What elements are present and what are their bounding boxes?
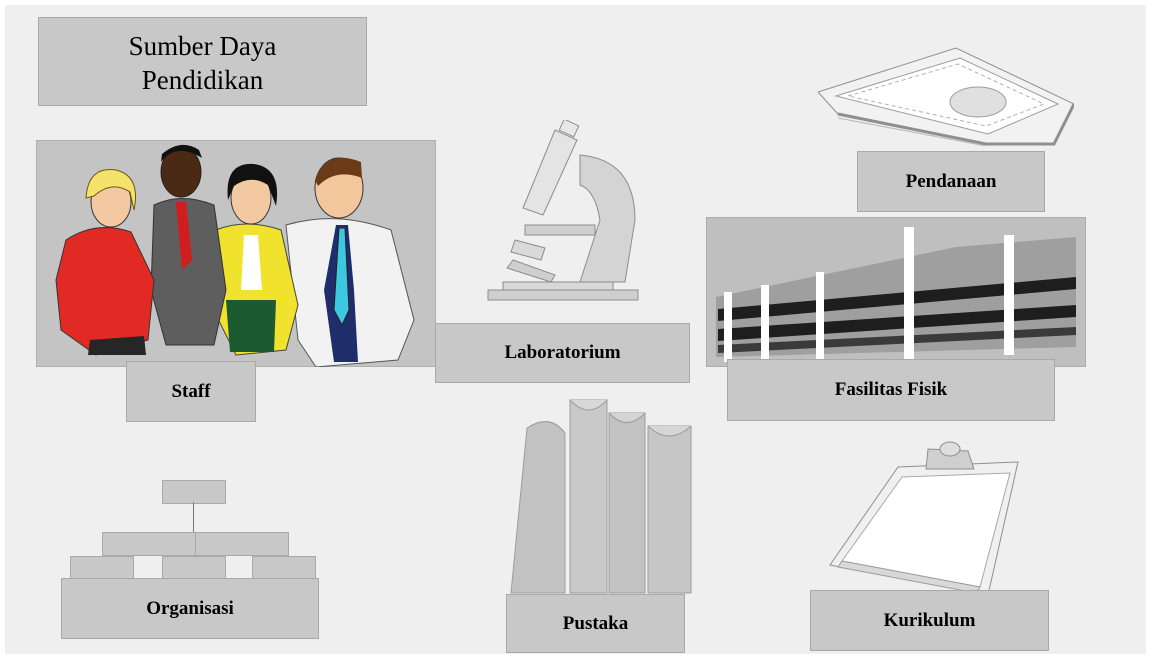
title-line-2: Pendidikan xyxy=(141,64,264,95)
pustaka-label: Pustaka xyxy=(506,594,685,653)
org-mid-box-left xyxy=(102,532,196,556)
kurikulum-label: Kurikulum xyxy=(810,590,1049,651)
org-mid-box-right xyxy=(195,532,289,556)
staff-people-illustration xyxy=(36,140,436,367)
books-icon xyxy=(510,399,692,594)
microscope-icon xyxy=(487,120,639,301)
laboratorium-label: Laboratorium xyxy=(435,323,690,383)
org-bottom-box-2 xyxy=(162,556,226,580)
organisasi-label: Organisasi xyxy=(61,578,319,639)
org-connector xyxy=(193,502,194,532)
page-title: Sumber Daya Pendidikan xyxy=(38,17,367,106)
org-bottom-box-3 xyxy=(252,556,316,580)
money-stack-icon xyxy=(818,47,1074,146)
pendanaan-label: Pendanaan xyxy=(857,151,1045,212)
fasilitas-fisik-label: Fasilitas Fisik xyxy=(727,359,1055,421)
building-illustration xyxy=(706,217,1086,367)
clipboard-icon xyxy=(829,441,1019,596)
org-bottom-box-1 xyxy=(70,556,134,580)
org-top-box xyxy=(162,480,226,504)
title-line-1: Sumber Daya xyxy=(128,30,277,61)
staff-label: Staff xyxy=(126,361,256,422)
org-chart-icon xyxy=(62,480,322,580)
